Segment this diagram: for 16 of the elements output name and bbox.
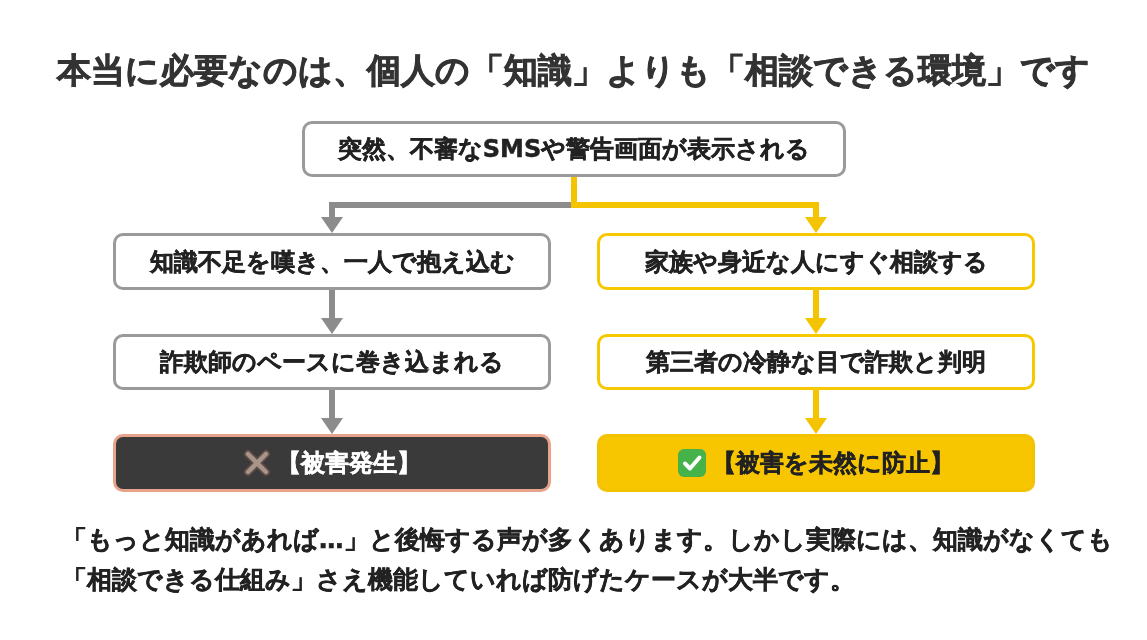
title: 本当に必要なのは、個人の「知識」よりも「相談できる環境」です — [55, 49, 1091, 92]
outcome-label: 【被害を未然に防止】 — [712, 448, 954, 479]
outcome-box — [113, 434, 551, 492]
outcome-box — [597, 434, 1035, 492]
arrow — [805, 290, 827, 334]
process-box: 知識不足を嘆き、一人で抱え込む — [113, 233, 551, 290]
arrow — [321, 390, 343, 434]
process-box: 詐欺師のペースに巻き込まれる — [113, 334, 551, 390]
process-box: 突然、不審なSMSや警告画面が表示される — [302, 121, 846, 177]
arrow — [571, 177, 827, 233]
process-box: 第三者の冷静な目で詐欺と判明 — [597, 334, 1035, 390]
process-box: 家族や身近な人にすぐ相談する — [597, 233, 1035, 290]
arrow — [805, 390, 827, 434]
caption: 「もっと知識があれば…」と後悔する声が多くあります。しかし実際には、知識がなくても「相談できる仕組み」さえ機能していれば防げたケースが大半です。 — [62, 524, 1114, 596]
outcome-label: 【被害発生】 — [277, 448, 421, 479]
arrow — [321, 290, 343, 334]
